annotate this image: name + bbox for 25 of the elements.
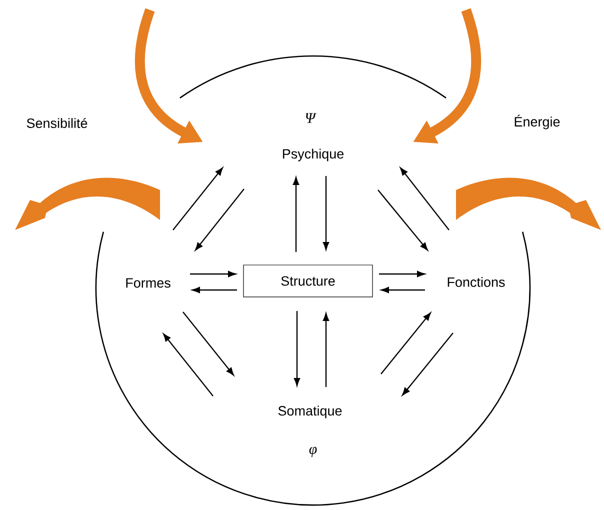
arrow [378,190,428,251]
structure-box: Structure [243,264,373,298]
arrow [381,286,425,294]
side-label: Énergie [514,114,560,130]
side-label: Sensibilité [26,118,88,128]
arrow [294,310,300,386]
arrow [380,312,431,374]
arrow [402,332,454,396]
greek-symbol: Ψ [306,113,316,123]
concept-label: Somatique [278,406,342,418]
concept-label: Formes [126,278,170,288]
arrow [172,167,223,230]
concept-label: Psychique [282,148,344,162]
arrow [400,167,450,230]
arrow [292,177,300,252]
arrow [322,313,330,387]
arrow [190,270,236,278]
concept-label: Fonctions [448,277,505,287]
arrow [182,312,234,376]
arrow [192,286,237,294]
greek-symbol: φ [309,446,317,458]
arrow [163,333,214,396]
arrow [195,188,244,251]
arrow [379,270,425,278]
arrow [322,176,330,250]
